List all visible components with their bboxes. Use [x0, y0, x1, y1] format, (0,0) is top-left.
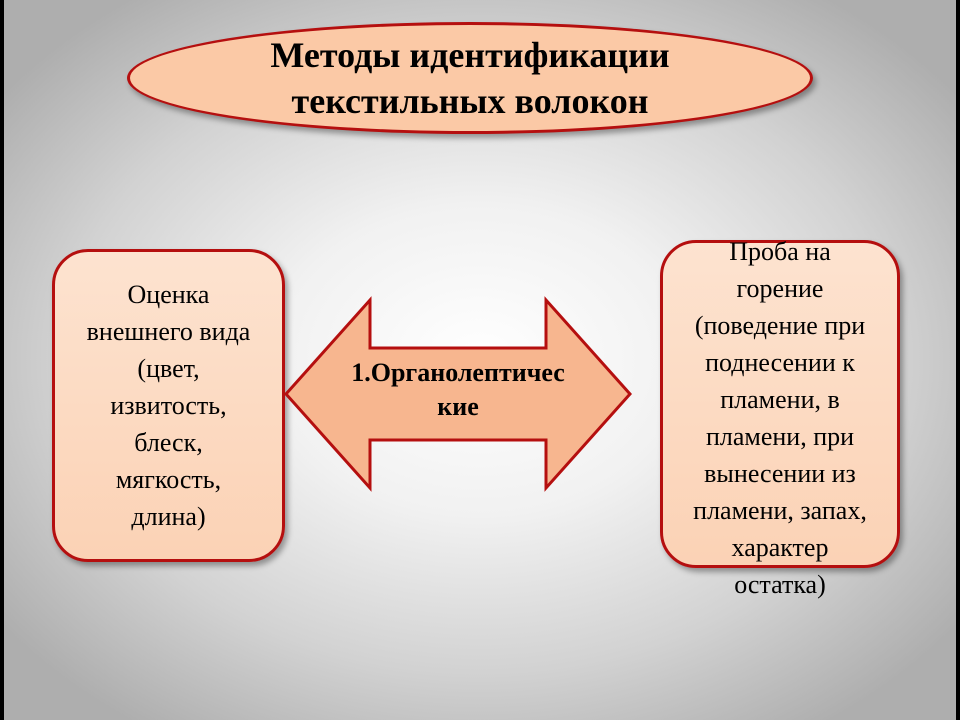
- appearance-line: Оценка: [127, 280, 210, 309]
- organoleptic-line-2: кие: [437, 392, 479, 421]
- burn-test-line: остатка): [734, 570, 826, 599]
- burn-test-line: поднесении к: [705, 348, 855, 377]
- burn-test-line: вынесении из: [704, 459, 856, 488]
- double-arrow-shape: [284, 296, 632, 492]
- organoleptic-label: 1.Органолептичес кие: [318, 356, 598, 424]
- slide-title: Методы идентификации текстильных волокон: [270, 32, 669, 124]
- title-line-2: текстильных волокон: [291, 81, 649, 121]
- burn-test-box: Проба на горение (поведение при поднесен…: [660, 237, 900, 599]
- burn-test-line: пламени, в: [720, 385, 840, 414]
- appearance-text: Оценка внешнего вида (цвет, извитость, б…: [64, 276, 274, 535]
- appearance-line: (цвет,: [137, 354, 200, 383]
- double-arrow: [284, 296, 632, 492]
- burn-test-line: Проба на: [729, 237, 831, 266]
- title-line-1: Методы идентификации: [270, 35, 670, 75]
- appearance-box: Оценка внешнего вида (цвет, извитость, б…: [52, 249, 285, 562]
- appearance-line: длина): [131, 502, 206, 531]
- burn-test-line: характер: [731, 533, 829, 562]
- appearance-line: мягкость,: [115, 465, 222, 494]
- appearance-line: внешнего вида: [86, 317, 251, 346]
- burn-test-line: пламени, при: [705, 422, 855, 451]
- organoleptic-line-1: 1.Органолептичес: [351, 358, 565, 387]
- burn-test-text: Проба на горение (поведение при поднесен…: [663, 233, 897, 603]
- appearance-line: извитость,: [110, 391, 227, 420]
- burn-test-line: пламени, запах,: [693, 496, 867, 525]
- burn-test-line: горение: [736, 274, 824, 303]
- appearance-line: блеск,: [134, 428, 203, 457]
- burn-test-line: (поведение при: [694, 311, 866, 340]
- title-oval: Методы идентификации текстильных волокон: [127, 22, 813, 134]
